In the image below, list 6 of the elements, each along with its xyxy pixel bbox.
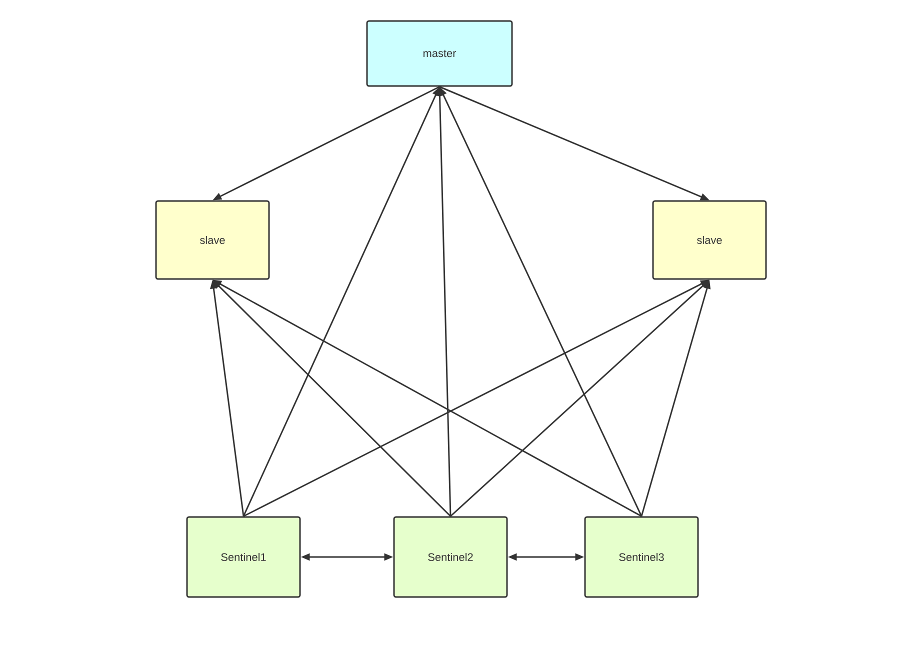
process-box: Sentinel3 — [584, 516, 699, 598]
process-box: slave — [652, 200, 767, 280]
process-box: Sentinel1 — [186, 516, 301, 598]
process-box: slave — [155, 200, 270, 280]
process-box: master — [366, 20, 513, 87]
process-box: Sentinel2 — [393, 516, 508, 598]
